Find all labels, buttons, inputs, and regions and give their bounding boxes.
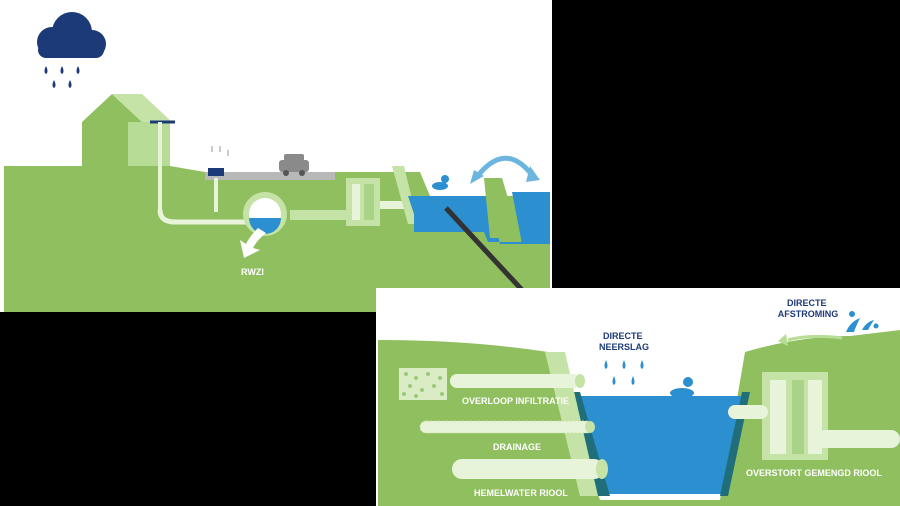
road — [205, 172, 335, 180]
runoff-arrow-icon — [778, 334, 843, 346]
bottom-panel: DIRECTE NEERSLAG DIRECTE AFSTROMING OVER… — [376, 288, 900, 506]
rain-drops-icon — [604, 360, 644, 385]
drainage-pipe — [419, 420, 593, 434]
infiltration-box-icon — [399, 368, 447, 400]
water-splash-icon — [846, 311, 879, 332]
drain-grate-icon — [208, 146, 229, 176]
label-directe-afstroming: DIRECTE AFSTROMING — [778, 298, 839, 319]
label-rwzi: RWZI — [241, 267, 264, 277]
label-overloop-infiltratie: OVERLOOP INFILTRATIE — [462, 396, 569, 406]
pump-arrow-icon — [470, 155, 540, 184]
car-icon — [279, 154, 309, 176]
combined-sewer-pipe — [816, 430, 900, 448]
top-panel: RWZI stowa — [0, 0, 552, 312]
house-icon — [82, 94, 175, 210]
label-directe-neerslag: DIRECTE NEERSLAG — [599, 331, 649, 352]
water-basin — [578, 396, 742, 494]
label-drainage: DRAINAGE — [493, 442, 541, 452]
rain-cloud-icon — [37, 12, 106, 88]
overflow-structure-icon — [346, 178, 380, 226]
rwzi-arrow-icon — [240, 228, 266, 258]
label-hemelwater-riool: HEMELWATER RIOOL — [474, 488, 568, 498]
overflow-infiltration-pipe — [450, 374, 580, 388]
duck-icon — [670, 377, 694, 398]
combined-sewer-overflow-icon — [762, 372, 828, 460]
rainwater-sewer-pipe — [452, 459, 604, 479]
duck-icon — [432, 175, 449, 190]
label-overstort-gemengd-riool: OVERSTORT GEMENGD RIOOL — [746, 468, 882, 478]
sewer-pipe-icon — [243, 192, 287, 236]
